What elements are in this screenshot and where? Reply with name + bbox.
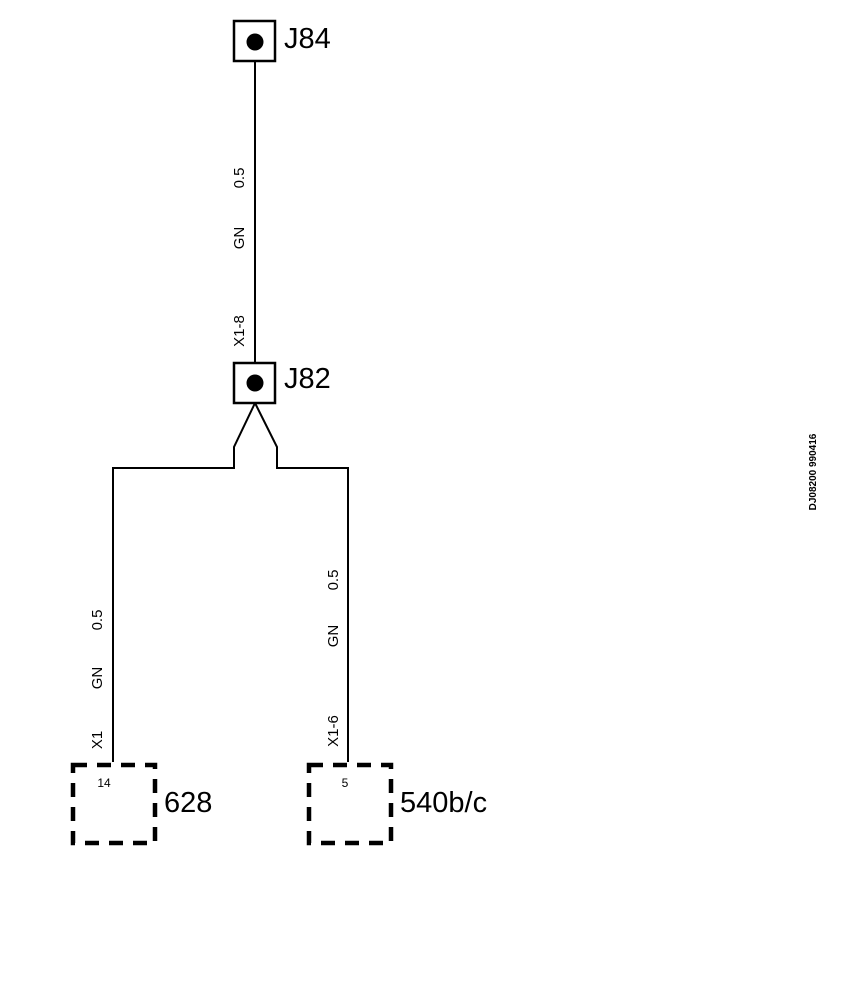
- connector-j82-terminal: [246, 374, 264, 392]
- wire-right-size: 0.5: [325, 570, 342, 591]
- component-540bc-pin: 5: [342, 776, 349, 790]
- wire-right-pin: X1-6: [325, 715, 342, 747]
- reference-code: DJ08200 990416: [808, 433, 819, 510]
- connector-j84-terminal: [246, 33, 264, 51]
- component-628-pin: 14: [97, 776, 111, 790]
- wire-left-pin: X1: [89, 731, 106, 749]
- component-540bc-box[interactable]: [306, 762, 394, 846]
- connector-j84-label: J84: [284, 23, 331, 55]
- wire-right[interactable]: [254, 402, 349, 762]
- component-628-box[interactable]: [70, 762, 158, 846]
- wire-right-color: GN: [325, 625, 342, 648]
- wire-upper-pin: X1-8: [231, 315, 248, 347]
- wire-upper-size: 0.5: [231, 168, 248, 189]
- component-628-label: 628: [164, 787, 212, 819]
- wire-left-size: 0.5: [89, 610, 106, 631]
- wire-left[interactable]: [112, 402, 256, 762]
- wire-left-color: GN: [89, 667, 106, 690]
- component-540bc-label: 540b/c: [400, 787, 487, 819]
- connector-j82-label: J82: [284, 363, 331, 395]
- wire-upper-color: GN: [231, 227, 248, 250]
